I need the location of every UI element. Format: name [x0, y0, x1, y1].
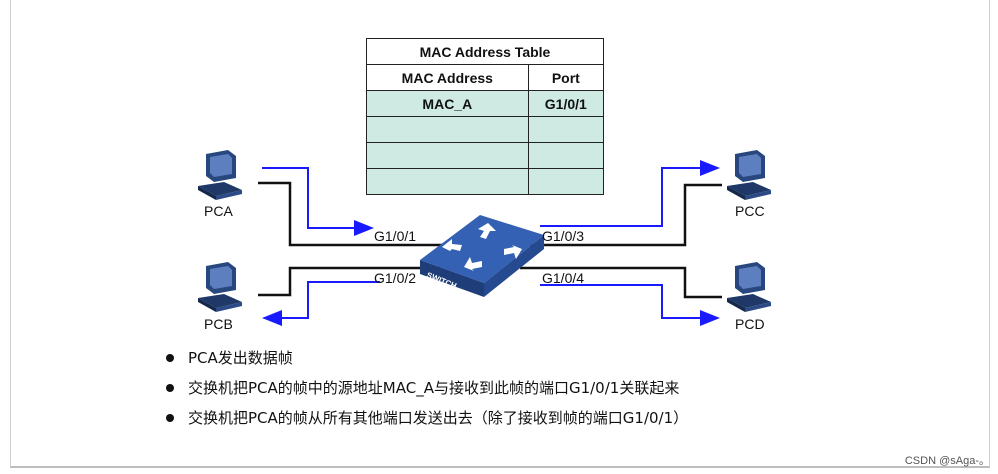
pc-icon-pcb	[198, 262, 242, 312]
bullet-icon	[166, 384, 174, 392]
bullet-icon	[166, 354, 174, 362]
table-title: MAC Address Table	[366, 38, 604, 65]
pc-icon-pca	[198, 150, 242, 200]
bullet-list: PCA发出数据帧 交换机把PCA的帧中的源地址MAC_A与接收到此帧的端口G1/…	[166, 343, 688, 433]
pc-icon-pcd	[727, 262, 771, 312]
cell-mac	[366, 116, 529, 143]
bullet-icon	[166, 414, 174, 422]
pc-icon-pcc	[727, 150, 771, 200]
list-item: 交换机把PCA的帧从所有其他端口发送出去（除了接收到帧的端口G1/0/1）	[166, 403, 688, 433]
port-label-g1-0-3: G1/0/3	[542, 228, 585, 244]
cell-mac	[366, 142, 529, 169]
table-row	[366, 168, 605, 195]
watermark: CSDN @sAga-。	[904, 455, 990, 467]
list-item: 交换机把PCA的帧中的源地址MAC_A与接收到此帧的端口G1/0/1关联起来	[166, 373, 688, 403]
port-label-g1-0-2: G1/0/2	[374, 270, 417, 286]
mac-address-table: MAC Address Table MAC Address Port MAC_A…	[366, 38, 605, 195]
label-pcd: PCD	[735, 316, 765, 332]
cable-pcc	[520, 183, 722, 247]
cell-port: G1/0/1	[527, 90, 605, 117]
cable-pca	[258, 181, 448, 247]
cell-mac: MAC_A	[366, 90, 529, 117]
cell-mac	[366, 168, 529, 195]
list-item: PCA发出数据帧	[166, 343, 688, 373]
label-pca: PCA	[204, 203, 233, 219]
cell-port	[527, 142, 605, 169]
arrow-pcb-out	[262, 281, 380, 326]
cell-port	[527, 168, 605, 195]
arrow-pca-in	[262, 167, 374, 236]
table-row	[366, 116, 605, 143]
arrow-pcc-out	[540, 160, 720, 227]
arrow-pcd-out	[540, 284, 720, 326]
label-pcb: PCB	[204, 316, 233, 332]
header-port: Port	[527, 64, 605, 91]
cable-pcd	[520, 266, 722, 299]
arrows	[262, 160, 720, 326]
frame	[10, 0, 990, 468]
header-mac-address: MAC Address	[366, 64, 529, 91]
cell-port	[527, 116, 605, 143]
table-row: MAC_A G1/0/1	[366, 90, 605, 117]
cables	[258, 181, 722, 299]
port-label-g1-0-1: G1/0/1	[374, 228, 417, 244]
cable-pcb	[258, 266, 440, 297]
label-pcc: PCC	[735, 203, 765, 219]
switch-icon: SWITCH	[420, 215, 544, 297]
port-label-g1-0-4: G1/0/4	[542, 270, 585, 286]
table-row	[366, 142, 605, 169]
